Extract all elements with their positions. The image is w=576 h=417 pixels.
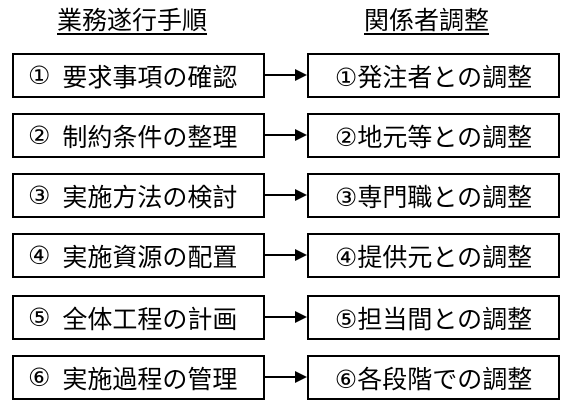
task-label-2: 制約条件の整理 [62, 122, 238, 152]
arrow-right-icon [265, 129, 307, 141]
task-box-2: ② 制約条件の整理 [12, 113, 265, 158]
stakeholder-label-3: ③専門職との調整 [334, 182, 533, 212]
task-box-6: ⑥ 実施過程の管理 [12, 355, 265, 400]
task-box-5: ⑤ 全体工程の計画 [12, 295, 265, 340]
task-number-5: ⑤ [28, 303, 51, 332]
header-stakeholder-coordination: 関係者調整 [364, 6, 490, 35]
task-label-5: 全体工程の計画 [62, 304, 238, 334]
header-business-procedure: 業務遂行手順 [57, 6, 208, 35]
task-number-4: ④ [28, 241, 51, 270]
task-number-3: ③ [28, 181, 51, 210]
stakeholder-label-4: ④提供元との調整 [334, 242, 533, 272]
arrow-right-icon [265, 371, 307, 383]
stakeholder-label-5: ⑤担当間との調整 [334, 304, 533, 334]
stakeholder-label-6: ⑥各段階での調整 [334, 364, 533, 394]
task-number-6: ⑥ [28, 363, 51, 392]
stakeholder-label-2: ②地元等との調整 [334, 122, 533, 152]
stakeholder-box-6: ⑥各段階での調整 [307, 355, 560, 400]
arrow-right-icon [265, 249, 307, 261]
task-number-1: ① [28, 61, 51, 90]
stakeholder-box-4: ④提供元との調整 [307, 233, 560, 278]
stakeholder-box-3: ③専門職との調整 [307, 173, 560, 218]
stakeholder-box-5: ⑤担当間との調整 [307, 295, 560, 340]
arrow-right-icon [265, 311, 307, 323]
task-box-3: ③ 実施方法の検討 [12, 173, 265, 218]
task-number-2: ② [28, 121, 51, 150]
arrow-right-icon [265, 69, 307, 81]
arrow-right-icon [265, 189, 307, 201]
stakeholder-box-2: ②地元等との調整 [307, 113, 560, 158]
stakeholder-label-1: ①発注者との調整 [334, 62, 533, 92]
task-label-4: 実施資源の配置 [62, 242, 238, 272]
task-box-1: ① 要求事項の確認 [12, 53, 265, 98]
task-box-4: ④ 実施資源の配置 [12, 233, 265, 278]
task-label-3: 実施方法の検討 [62, 182, 238, 212]
stakeholder-box-1: ①発注者との調整 [307, 53, 560, 98]
task-label-1: 要求事項の確認 [62, 62, 238, 92]
task-label-6: 実施過程の管理 [62, 364, 238, 394]
